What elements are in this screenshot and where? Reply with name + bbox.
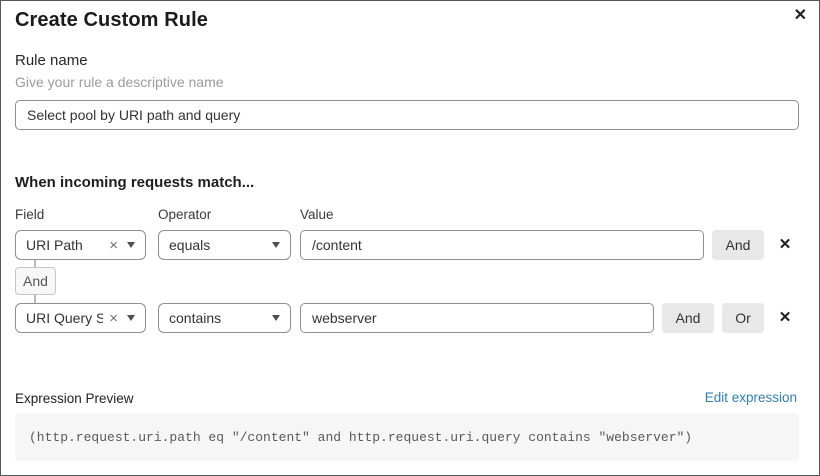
operator-column-label: Operator <box>158 207 212 222</box>
close-icon[interactable]: ✕ <box>793 7 807 24</box>
remove-row2-icon[interactable]: ✕ <box>774 307 796 329</box>
expression-code: (http.request.uri.path eq "/content" and… <box>29 429 693 445</box>
rule-name-input[interactable] <box>15 100 799 130</box>
expression-code-block: (http.request.uri.path eq "/content" and… <box>15 413 799 461</box>
expression-preview-label: Expression Preview <box>15 391 134 406</box>
chevron-down-icon <box>272 242 280 248</box>
operator-select-row1-value: equals <box>169 237 211 253</box>
field-select-row1[interactable]: URI Path × <box>15 230 146 260</box>
chevron-down-icon <box>272 315 280 321</box>
connector-line <box>34 295 36 303</box>
value-input-row2[interactable] <box>300 303 654 333</box>
dialog-title: Create Custom Rule <box>15 9 208 31</box>
chevron-down-icon <box>127 315 135 321</box>
field-select-row2[interactable]: URI Query St... × <box>15 303 146 333</box>
connector-and-badge: And <box>15 267 56 295</box>
clear-icon[interactable]: × <box>109 309 118 327</box>
field-column-label: Field <box>15 207 45 222</box>
operator-select-row2-value: contains <box>169 310 222 326</box>
value-column-label: Value <box>300 207 334 222</box>
connector-line <box>34 260 36 267</box>
edit-expression-link[interactable]: Edit expression <box>704 390 797 405</box>
remove-row1-icon[interactable]: ✕ <box>774 234 796 256</box>
value-input-row1[interactable] <box>300 230 704 260</box>
operator-select-row2[interactable]: contains <box>158 303 291 333</box>
rule-name-hint: Give your rule a descriptive name <box>15 74 224 90</box>
rule-name-label: Rule name <box>15 52 88 69</box>
operator-select-row1[interactable]: equals <box>158 230 291 260</box>
chevron-down-icon <box>127 242 135 248</box>
or-button-row2[interactable]: Or <box>722 303 764 333</box>
and-button-row2[interactable]: And <box>662 303 714 333</box>
and-button-row1[interactable]: And <box>712 230 764 260</box>
field-select-row1-value: URI Path <box>26 237 83 253</box>
clear-icon[interactable]: × <box>109 236 118 254</box>
field-select-row2-value: URI Query St... <box>26 310 103 326</box>
match-heading: When incoming requests match... <box>15 174 255 191</box>
